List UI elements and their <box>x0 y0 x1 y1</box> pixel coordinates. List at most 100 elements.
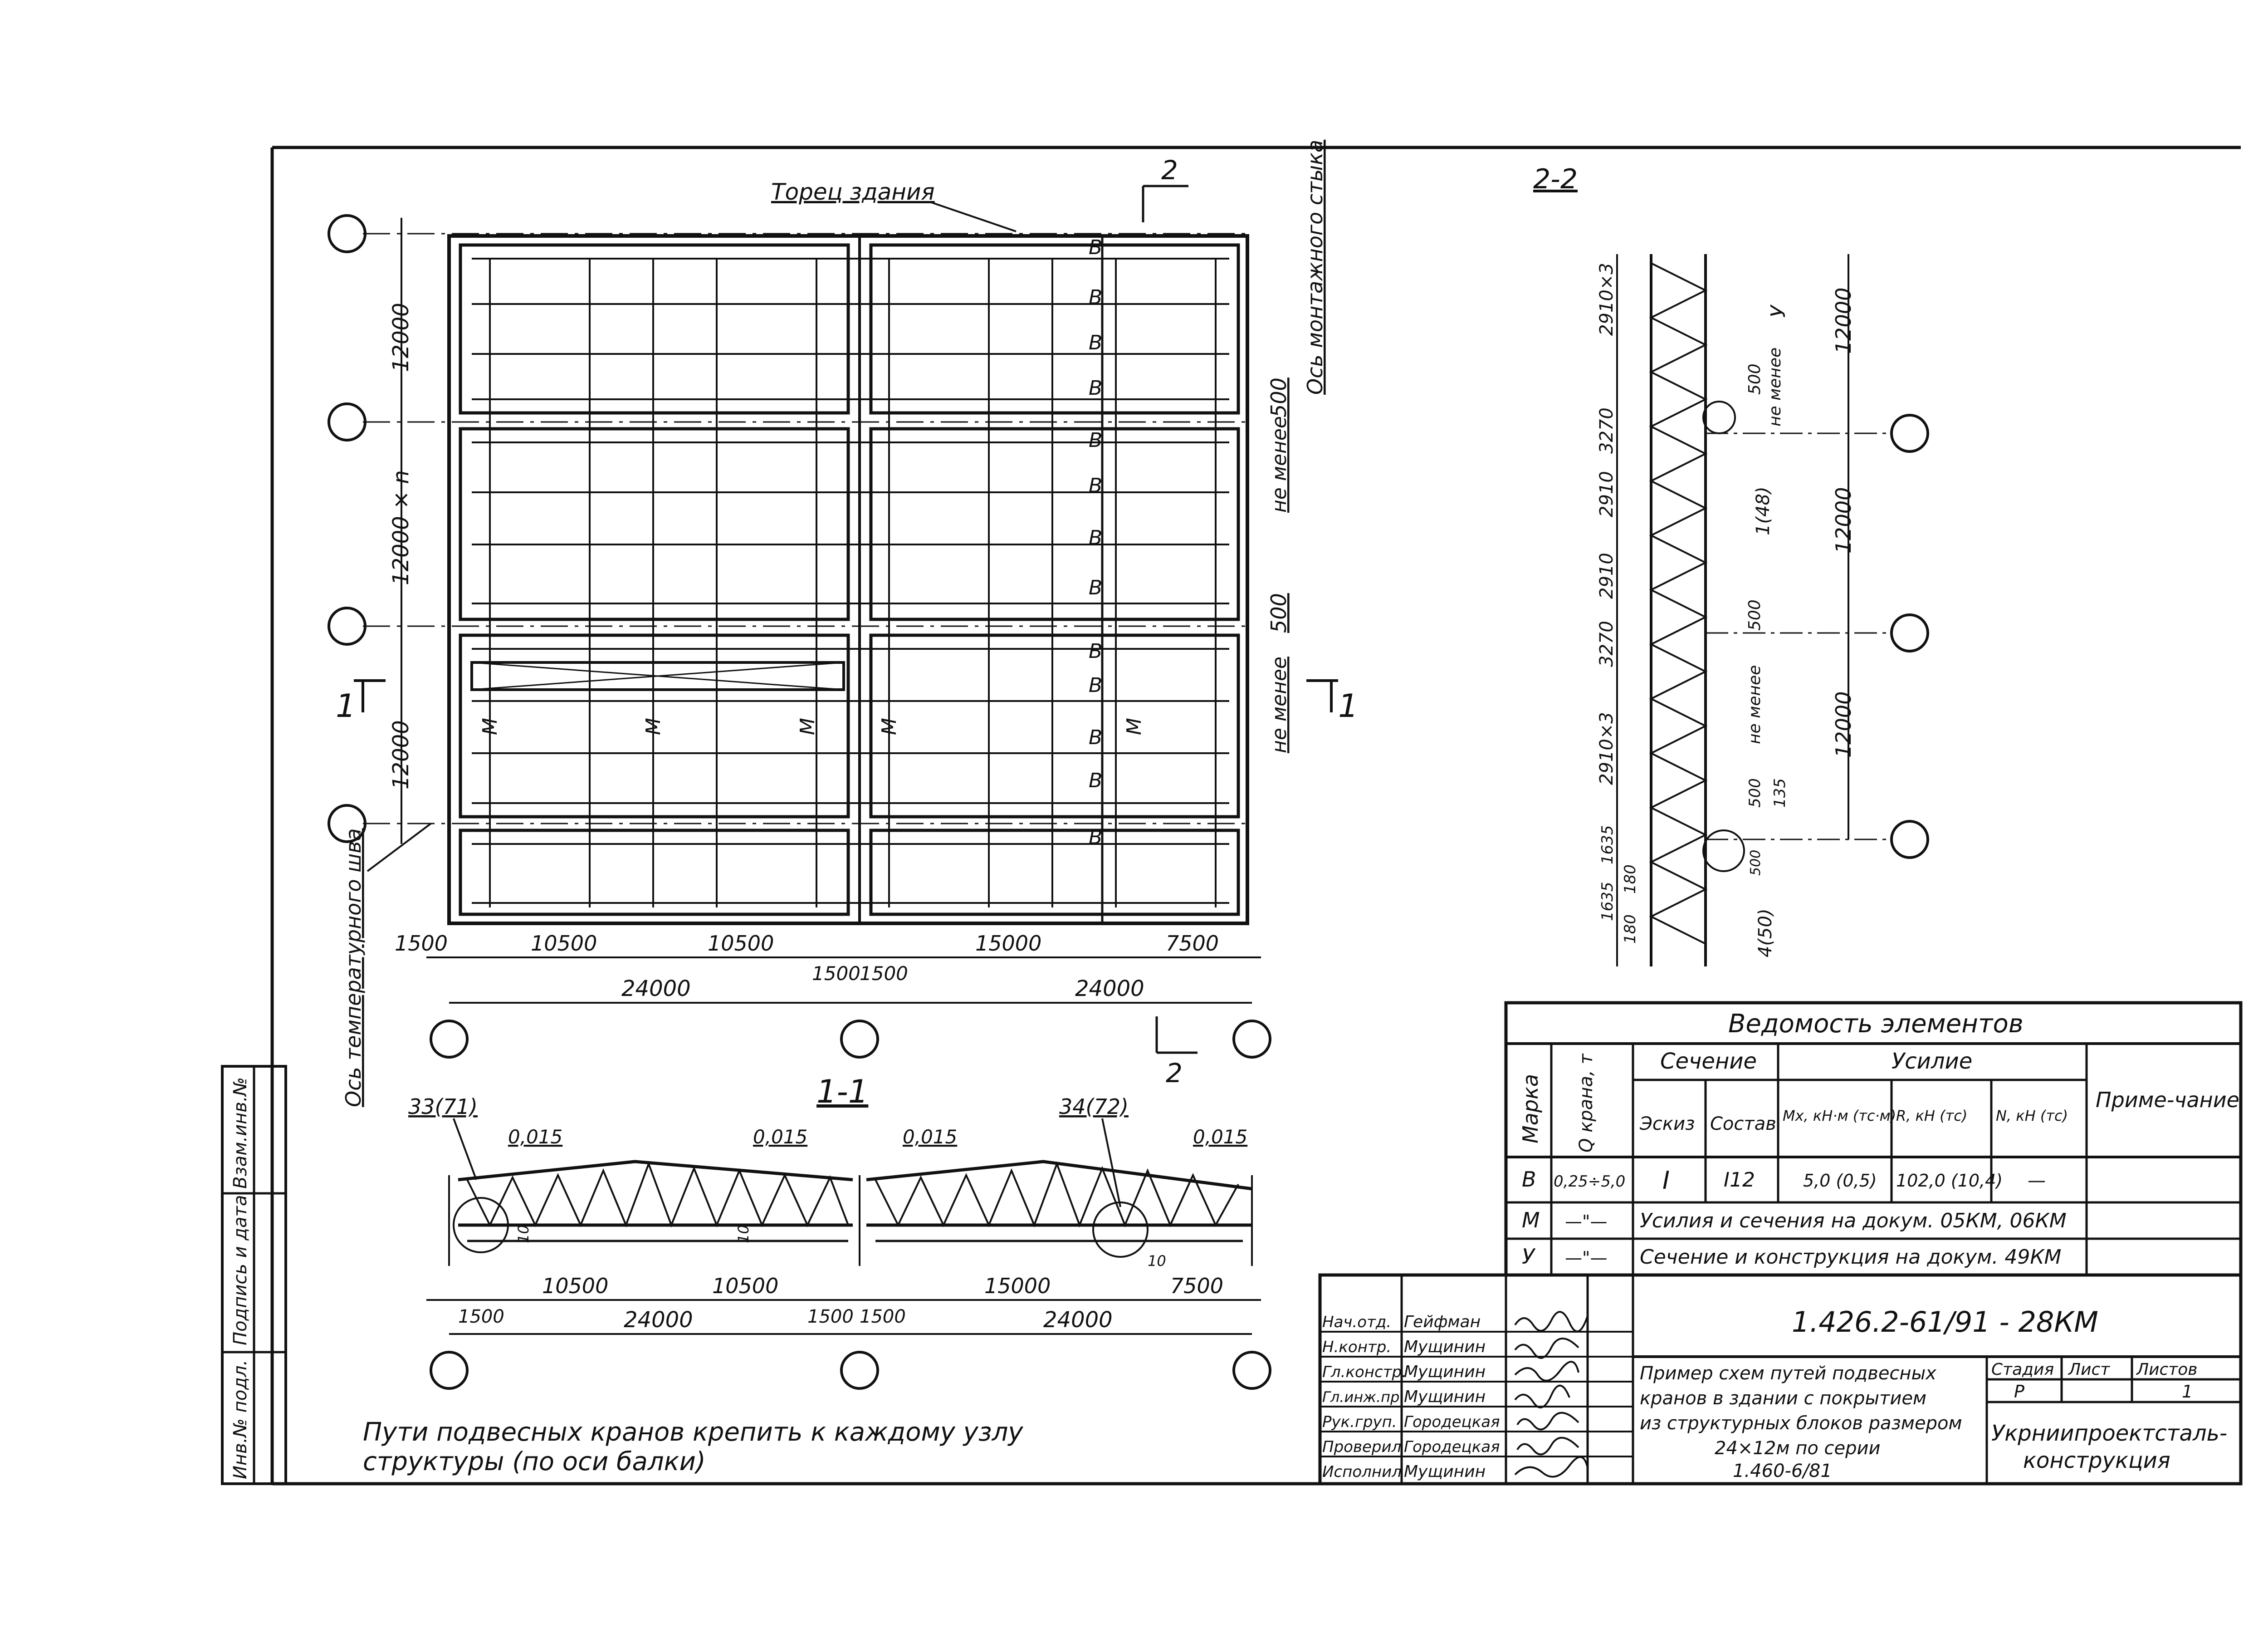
row-m-mark: М <box>1522 1208 1540 1232</box>
mark-b: В <box>1089 286 1102 309</box>
stage-value: Р <box>2014 1382 2024 1402</box>
row-u-mark: У <box>1522 1244 1536 1269</box>
label-not-less: не менее <box>1766 348 1784 427</box>
dim-text: 1635 <box>1598 882 1617 921</box>
org-line: Укрниипроектсталь- <box>1991 1421 2227 1446</box>
person-name: Мущинин <box>1404 1388 1486 1406</box>
label-500: 500 <box>1748 850 1764 876</box>
dim-text: 15000 <box>984 1274 1051 1298</box>
header-composition: Состав <box>1710 1113 1776 1134</box>
plan-bottom-dimensions: 1500 10500 10500 1500 1500 15000 7500 24… <box>395 931 1271 1059</box>
dim-text: 10500 <box>542 1274 608 1298</box>
row-m-q: —"— <box>1565 1211 1607 1231</box>
section-1-1-title: 1-1 <box>816 1073 868 1110</box>
plan-view: Торец здания 2 <box>327 140 1359 1107</box>
person-name: Городецкая <box>1404 1438 1500 1456</box>
note-line-2: структуры (по оси балки) <box>363 1447 706 1476</box>
mark-b: В <box>1089 576 1102 599</box>
mark-m: М <box>479 718 502 735</box>
callout-1-48: 1(48) <box>1753 486 1774 535</box>
row-m-text: Усилия и сечения на докум. 05КМ, 06КМ <box>1640 1209 2067 1232</box>
callout-4-50: 4(50) <box>1755 908 1776 957</box>
row-u-text: Сечение и конструкция на докум. 49КМ <box>1640 1246 2062 1269</box>
dim-text: 24000 <box>621 976 691 1001</box>
label-not-less: не менее <box>1745 665 1764 744</box>
dim-text: 12000 <box>1831 691 1856 758</box>
slope-label: 0,015 <box>508 1126 562 1148</box>
dim-text: 2910×3 <box>1596 712 1617 785</box>
plan-end-title: Торец здания <box>771 179 935 205</box>
dim-text: 1500 <box>860 1306 906 1327</box>
mark-b: В <box>1089 429 1102 452</box>
stage-label: Стадия <box>1991 1360 2054 1379</box>
dim-text: 24000 <box>1043 1307 1113 1333</box>
label-500: 500 <box>1745 599 1764 631</box>
beam-b-labels: В В В В В В В В В В В В В <box>1089 236 1102 849</box>
label-500: 500 <box>1745 363 1764 395</box>
label-135: 135 <box>1771 778 1789 808</box>
dim-text: 2910×3 <box>1596 263 1617 336</box>
mark-b: В <box>1089 377 1102 400</box>
description-line: 1.460-6/81 <box>1733 1461 1832 1481</box>
stamp-inv-podl: Инв.№ подл. <box>230 1360 251 1479</box>
mark-m: М <box>642 718 665 735</box>
header-n: N, кН (тс) <box>1996 1107 2068 1124</box>
dim-text: 1500 <box>458 1306 504 1327</box>
callout-34-72: 34(72) <box>1059 1094 1129 1119</box>
row-b-composition: I12 <box>1724 1168 1755 1192</box>
dim-text: 3270 <box>1596 621 1617 667</box>
org-line: конструкция <box>2023 1448 2170 1473</box>
dim-text: 180 <box>1621 914 1639 944</box>
dim-text: 1500 <box>807 1306 854 1327</box>
dim-text: 1500 <box>395 931 448 956</box>
description-line: из структурных блоков размером <box>1640 1413 1962 1434</box>
signatures <box>1514 1311 1589 1478</box>
mark-b: В <box>1089 726 1102 749</box>
role: Н.контр. <box>1322 1338 1391 1356</box>
doc-code: 1.426.2-61/91 - 28КМ <box>1792 1305 2098 1339</box>
role: Гл.констр. <box>1322 1363 1407 1381</box>
description-line: кранов в здании с покрытием <box>1640 1388 1926 1409</box>
row-b-sketch: I <box>1662 1166 1670 1195</box>
mark-b: В <box>1089 769 1102 792</box>
description-line: Пример схем путей подвесных <box>1640 1363 1936 1384</box>
mark-b: В <box>1089 526 1102 549</box>
temp-joint-axis-label: Ось температурного шва <box>341 828 366 1107</box>
slope-label: 0,015 <box>1193 1126 1247 1148</box>
section-1-mark-right: 1 <box>1338 687 1359 725</box>
header-sketch: Эскиз <box>1639 1113 1695 1134</box>
stamp-replace-inv: Взам.инв.№ <box>230 1077 251 1189</box>
dim-text: 24000 <box>1075 976 1144 1001</box>
mark-b: В <box>1089 236 1102 259</box>
mark-u: У <box>1767 304 1790 318</box>
beam-m-labels: М М М М М <box>479 718 1146 735</box>
sheets-label: Листов <box>2136 1360 2197 1379</box>
row-b-mark: В <box>1522 1167 1536 1192</box>
section-1-mark-left: 1 <box>336 687 356 725</box>
dim-text: 7500 <box>1166 931 1219 956</box>
slope-label: 0,015 <box>753 1126 807 1148</box>
mark-b: В <box>1089 331 1102 354</box>
side-stamp: Инв.№ подл. Подпись и дата Взам.инв.№ <box>221 1065 287 1485</box>
dim-text: 1500 <box>860 962 908 985</box>
row-u-q: —"— <box>1565 1248 1607 1268</box>
dim-text: 10500 <box>708 931 774 956</box>
left-dim: 12000 <box>388 303 414 372</box>
mark-b: В <box>1089 674 1102 697</box>
small-dim: 10 <box>735 1225 752 1243</box>
dim-text: 3270 <box>1596 407 1617 454</box>
dim-text: 1635 <box>1598 825 1617 864</box>
person-name: Мущинин <box>1404 1462 1486 1481</box>
table-title: Ведомость элементов <box>1728 1009 2024 1039</box>
section-2-2-title: 2-2 <box>1533 163 1578 195</box>
row-b-q: 0,25÷5,0 <box>1554 1172 1625 1191</box>
section-1-1: 1-1 33(71) 34(72) 0,015 0,015 0,015 0,01… <box>408 1073 1271 1390</box>
person-name: Мущинин <box>1404 1338 1486 1356</box>
mark-m: М <box>1123 718 1146 735</box>
dim-text: 10500 <box>531 931 597 956</box>
mark-b: В <box>1089 826 1102 849</box>
dim-text: 2910 <box>1596 553 1617 599</box>
dim-text: 24000 <box>624 1307 693 1333</box>
section-2-2: 2-2 2910×3 3270 2910 2910 3270 2910×3 18… <box>1533 163 1929 966</box>
